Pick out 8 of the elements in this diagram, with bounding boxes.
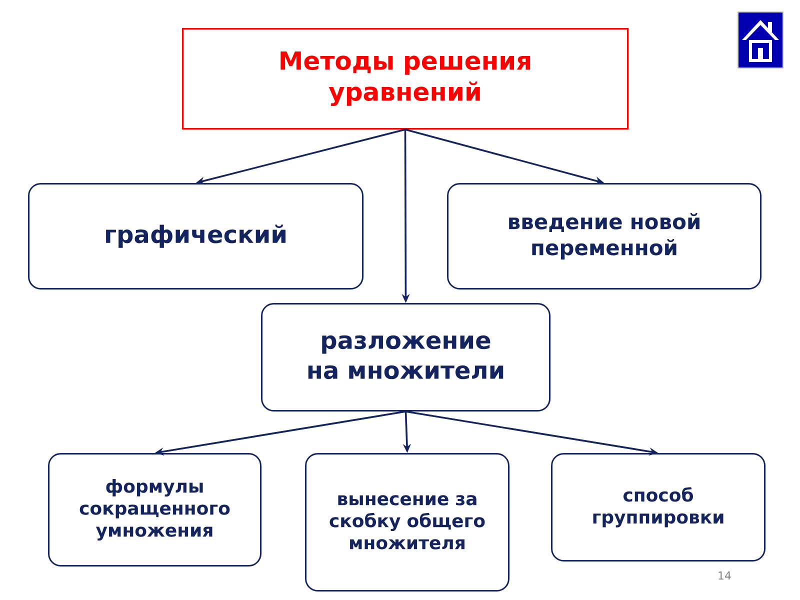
title-box: Методы решения уравнений — [182, 28, 628, 130]
process-box: введение новой переменной — [447, 183, 762, 290]
process-box: способ группировки — [551, 453, 766, 562]
process-box: графический — [28, 183, 364, 290]
process-box: формулы сокращенного умножения — [48, 453, 262, 566]
process-box: вынесение за скобку общего множителя — [305, 453, 510, 592]
page-number: 14 — [718, 571, 731, 580]
process-box: разложение на множители — [261, 303, 550, 412]
